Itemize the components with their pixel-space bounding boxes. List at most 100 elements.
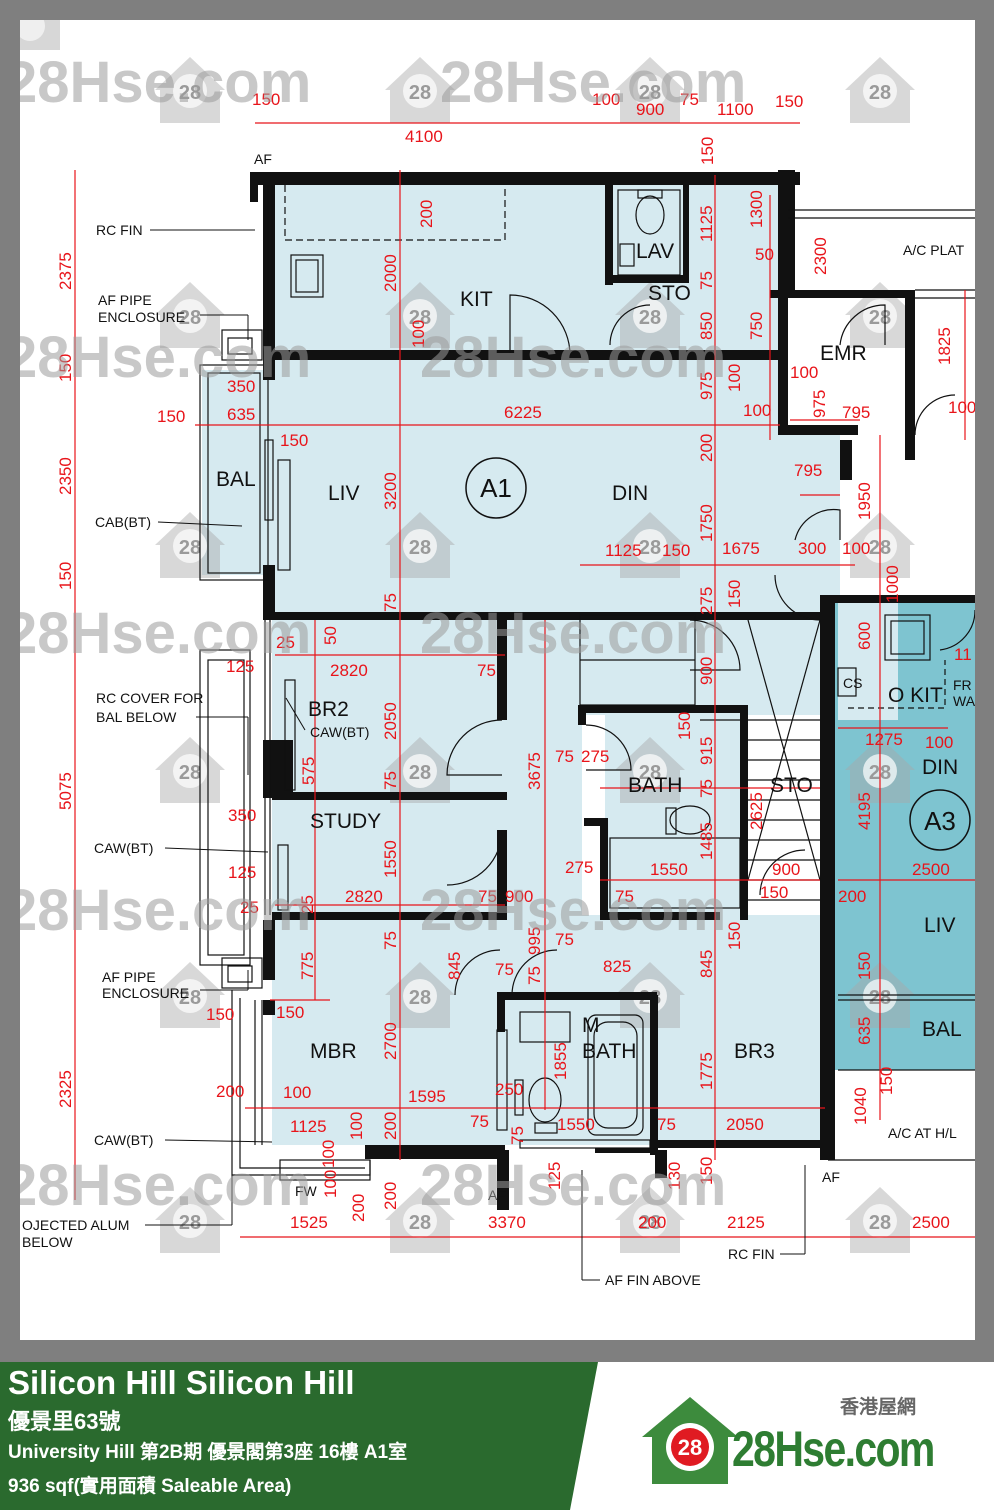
dim-label: 150 (157, 407, 185, 426)
watermark-badge-text: 28 (179, 987, 201, 1009)
brand-badge-number: 28 (678, 1435, 702, 1460)
watermark-badge-text: 28 (639, 82, 661, 104)
dim-label: 250 (495, 1080, 523, 1099)
room-bedroom-2: BR2 (308, 698, 349, 721)
dim-label: 75 (697, 271, 716, 290)
dim-label: 635 (855, 1017, 874, 1045)
dim-label: 100 (743, 401, 771, 420)
dim-label: 100 (842, 539, 870, 558)
dim-label: 275 (581, 747, 609, 766)
dim-label: 100 (321, 1170, 340, 1198)
walls (250, 170, 975, 1210)
dim-label: 150 (662, 541, 690, 560)
note-wa: WA (953, 693, 975, 709)
dim-label: 200 (381, 1182, 400, 1210)
watermark-badge-text: 28 (409, 762, 431, 784)
note-projected-2: BELOW (22, 1234, 73, 1250)
dim-label: 100 (283, 1083, 311, 1102)
dim-label: 975 (697, 372, 716, 400)
room-balcony-a3: BAL (922, 1018, 962, 1041)
dim-label: 1675 (722, 539, 760, 558)
watermark-badge-text: 28 (179, 307, 201, 329)
dim-label: 795 (842, 403, 870, 422)
watermark-badge-text: 28 (409, 987, 431, 1009)
dim-label: 2050 (726, 1115, 764, 1134)
watermark-badge-circle (403, 74, 437, 108)
watermark-badge-circle (173, 1204, 207, 1238)
note-enclosure-2: ENCLOSURE (102, 985, 189, 1001)
dim-label: 75 (381, 931, 400, 950)
dim-label: 200 (349, 1194, 368, 1222)
annotations: AF RC FIN AF PIPE ENCLOSURE CAB(BT) RC C… (22, 151, 975, 1288)
dim-label: 900 (772, 860, 800, 879)
dim-label: 635 (227, 405, 255, 424)
dim-label: 75 (477, 661, 496, 680)
dim-label: 1125 (697, 205, 716, 242)
dim-label: 1275 (865, 730, 903, 749)
dim-label: 2000 (381, 254, 400, 292)
dim-label: 100 (347, 1112, 366, 1140)
dim-label: 25 (298, 895, 317, 914)
dim-label: 100 (592, 90, 620, 109)
watermark-text: 28Hse.com (420, 1153, 726, 1218)
watermark-texts: 28Hse.com 28Hse.com 28Hse.com 28Hse.com … (20, 50, 746, 1218)
watermark-badge-text: 28 (409, 82, 431, 104)
dim-label: 775 (298, 952, 317, 980)
dim-label: 50 (321, 626, 340, 645)
watermark-text: 28Hse.com (20, 1153, 311, 1218)
watermark-badge-text: 28 (639, 307, 661, 329)
watermark-badge-text: 28 (639, 537, 661, 559)
listing-title: Silicon Hill Silicon Hill (8, 1364, 355, 1401)
watermark-badge-text: 28 (179, 1212, 201, 1234)
watermark-text: 28Hse.com (420, 878, 726, 943)
watermark-badge-text: 28 (639, 762, 661, 784)
dim-label: 750 (747, 312, 766, 340)
watermark-badge-circle (633, 299, 667, 333)
dim-label: 1125 (605, 541, 642, 560)
unit-tag-text: A3 (924, 806, 956, 836)
dim-label: 100 (319, 1140, 338, 1168)
dim-label: 150 (760, 883, 788, 902)
listing-area: 936 sqf(實用面積 Saleable Area) (8, 1476, 292, 1497)
dim-label: 75 (697, 779, 716, 798)
dim-label: 200 (216, 1082, 244, 1101)
watermark-text: 28Hse.com (420, 325, 726, 390)
dim-label: 2500 (912, 1213, 950, 1232)
brand-logo: 香港屋網 28 28Hse.com (640, 1382, 980, 1502)
dim-label: 75 (525, 966, 544, 985)
dim-label: 6225 (504, 403, 542, 422)
dim-label: 150 (697, 1157, 716, 1185)
watermark-badge-text: 28 (409, 307, 431, 329)
dim-label: 75 (615, 887, 634, 906)
house-icon: 28 (642, 1397, 738, 1484)
note-rc-fin-2: RC FIN (728, 1246, 775, 1262)
dim-label: 1550 (557, 1115, 595, 1134)
dim-label: 75 (381, 771, 400, 790)
dim-label: 2350 (56, 457, 75, 495)
note-rc-fin: RC FIN (96, 222, 143, 238)
note-fr: FR (953, 677, 972, 693)
watermark-badge-circle (173, 529, 207, 563)
watermark-badge-circle (633, 74, 667, 108)
footer: Silicon Hill Silicon Hill 優景里63號 Univers… (0, 1362, 994, 1510)
dim-label: 5075 (56, 772, 75, 810)
watermark-badge-circle (173, 74, 207, 108)
dim-label: 200 (417, 200, 436, 228)
watermark-badge-circle (173, 979, 207, 1013)
dim-label: 575 (299, 757, 318, 785)
note-caw-bt: CAW(BT) (94, 840, 153, 856)
dim-label: 100 (725, 364, 744, 392)
dim-label: 275 (565, 858, 593, 877)
dim-label: 1825 (935, 327, 954, 365)
dim-label: 2820 (330, 661, 368, 680)
watermark-badge-text: 28 (409, 1212, 431, 1234)
room-bedroom-3: BR3 (734, 1040, 775, 1063)
dim-label: 200 (838, 887, 866, 906)
dim-label: 150 (252, 90, 280, 109)
dim-label: 150 (855, 952, 874, 980)
dim-label: 100 (409, 320, 428, 348)
dim-label: 2050 (381, 702, 400, 740)
room-living: LIV (328, 482, 360, 505)
brand-name: 28Hse.com (732, 1421, 935, 1477)
